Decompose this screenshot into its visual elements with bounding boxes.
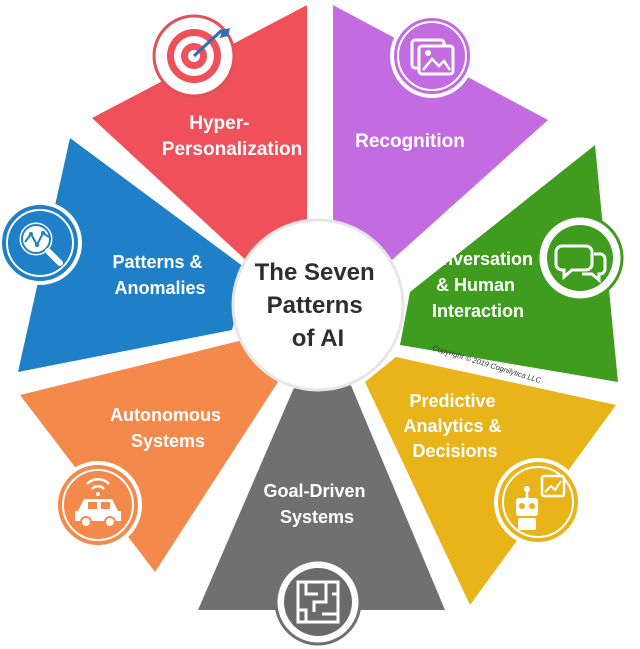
- wedge-recognition: [333, 5, 548, 260]
- wedge-autonomous: [20, 340, 278, 572]
- image-recognition-icon: [390, 14, 474, 98]
- label-autonomous: Autonomous Systems: [110, 405, 226, 451]
- wedge-goal-driven: [198, 383, 445, 610]
- segment-goal-driven: Goal-Driven Systems: [198, 383, 445, 610]
- label-hyper-personalization: Hyper- Personalization: [162, 113, 302, 160]
- autonomous-car-icon: [54, 461, 142, 549]
- center-title: The Seven Patterns of AI: [255, 259, 382, 352]
- segment-recognition: Recognition: [333, 5, 548, 260]
- label-recognition: Recognition: [355, 131, 465, 152]
- wedge-conversation: [400, 145, 618, 382]
- label-patterns-anomalies: Patterns & Anomalies: [112, 252, 207, 298]
- wedge-predictive: [365, 357, 616, 605]
- center-hub: The Seven Patterns of AI: [231, 218, 405, 392]
- segment-hyper-personalization: Hyper- Personalization: [92, 5, 307, 264]
- target-icon: [152, 14, 236, 98]
- robot-chart-icon: [494, 458, 582, 546]
- label-goal-driven: Goal-Driven Systems: [263, 481, 370, 527]
- wedge-hyper-personalization: [92, 5, 307, 264]
- segment-autonomous: Autonomous Systems: [20, 340, 278, 572]
- label-predictive: Predictive Analytics & Decisions: [403, 391, 506, 461]
- maze-icon: [274, 558, 362, 646]
- wedge-patterns-anomalies: [18, 138, 248, 372]
- label-conversation: Conversation & Human Interaction: [418, 249, 538, 321]
- segment-patterns-anomalies: Patterns & Anomalies: [18, 138, 248, 372]
- magnifier-graph-icon: [0, 201, 82, 285]
- chat-bubbles-icon: [536, 214, 624, 302]
- segment-conversation: Conversation & Human Interaction: [400, 145, 618, 382]
- segment-predictive: Predictive Analytics & Decisions: [365, 357, 616, 605]
